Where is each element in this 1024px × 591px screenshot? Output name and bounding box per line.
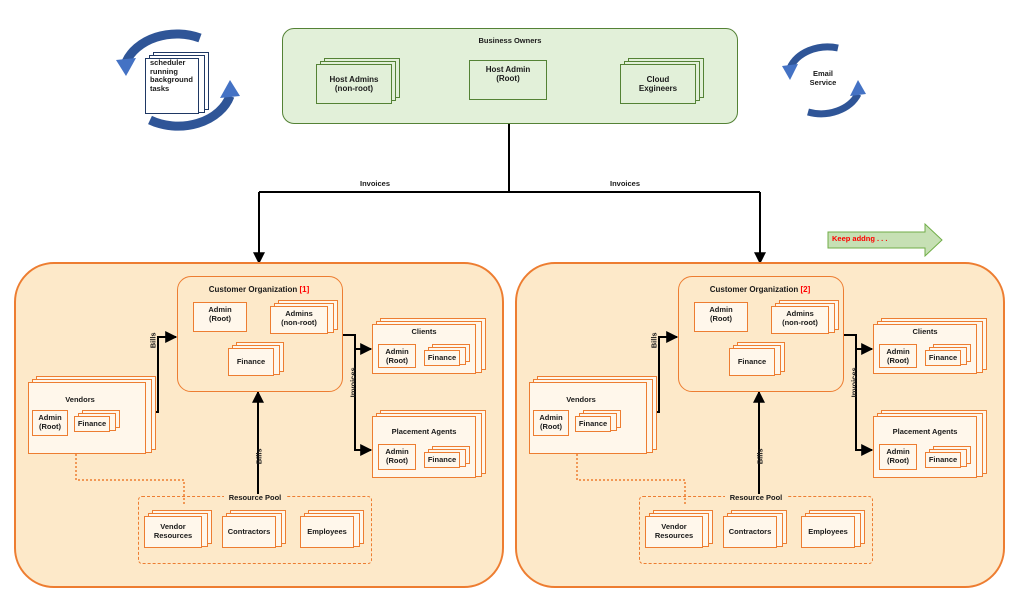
vendor-resources-stack-label: Vendor Resources [144, 516, 202, 548]
employees-stack-label: Employees [300, 516, 354, 548]
keep-adding-arrow [827, 222, 943, 258]
invoices-label-org: Invoices [348, 367, 358, 398]
vendor-resources-stack-label: Vendor Resources [645, 516, 703, 548]
email-service-label: Email Service [809, 69, 837, 87]
invoices-connectors [253, 122, 766, 265]
vendors-title: Vendors [65, 395, 95, 404]
org-admins-nonroot-stack: Admins (non-root) [771, 300, 839, 336]
vendors-admin-box: Admin (Root) [533, 410, 569, 436]
contractors-stack: Contractors [723, 510, 787, 550]
invoices-label-org: Invoices [849, 367, 859, 398]
vendor-resources-stack: Vendor Resources [144, 510, 212, 550]
bills-label-pool: Bills [254, 448, 264, 465]
host-admin-root-box: Host Admin (Root) [469, 60, 547, 100]
organization-panel-2: Customer Organization [2] Admin (Root) Adm… [515, 262, 1005, 588]
clients-finance-stack: Finance [424, 344, 470, 368]
bills-label-vendors: Bills [649, 332, 659, 349]
clients-admin-box: Admin (Root) [879, 344, 917, 368]
invoices-label-left: Invoices [359, 179, 390, 188]
keep-adding-label: Keep addng . . . [832, 234, 888, 243]
customer-organization-title: Customer Organization [2] [678, 285, 842, 294]
vendor-resources-stack: Vendor Resources [645, 510, 713, 550]
organization-title-text: Customer Organization [709, 285, 799, 294]
organization-panel-1: Customer Organization [1] Admin (Root) Adm… [14, 262, 504, 588]
org-admin-root-box: Admin (Root) [694, 302, 748, 332]
vendors-finance-stack-label: Finance [575, 416, 611, 432]
placement-finance-stack: Finance [424, 446, 470, 470]
vendors-finance-stack: Finance [74, 410, 120, 434]
vendors-title: Vendors [566, 395, 596, 404]
vendors-finance-stack: Finance [575, 410, 621, 434]
clients-admin-box: Admin (Root) [378, 344, 416, 368]
organization-title-text: Customer Organization [208, 285, 298, 294]
invoices-label-right: Invoices [609, 179, 640, 188]
placement-finance-stack-label: Finance [925, 452, 961, 468]
host-admins-label: Host Admins (non-root) [316, 64, 392, 104]
clients-finance-stack: Finance [925, 344, 971, 368]
placement-admin-box: Admin (Root) [378, 444, 416, 470]
organization-number-marker: [1] [299, 285, 310, 294]
clients-title: Clients [411, 327, 437, 336]
contractors-stack: Contractors [222, 510, 286, 550]
vendors-admin-box: Admin (Root) [32, 410, 68, 436]
placement-finance-stack-label: Finance [424, 452, 460, 468]
contractors-stack-label: Contractors [723, 516, 777, 548]
org-admins-nonroot-stack-label: Admins (non-root) [771, 306, 829, 334]
placement-admin-box: Admin (Root) [879, 444, 917, 470]
org-admins-nonroot-stack-label: Admins (non-root) [270, 306, 328, 334]
placement-agents-title: Placement Agents [391, 427, 457, 436]
organization-connectors [576, 331, 874, 506]
org-finance-stack-label: Finance [228, 348, 274, 376]
org-admins-nonroot-stack: Admins (non-root) [270, 300, 338, 336]
resource-pool-title: Resource Pool [725, 493, 787, 503]
scheduler-cycle-icon [116, 29, 240, 131]
employees-stack: Employees [300, 510, 364, 550]
employees-stack: Employees [801, 510, 865, 550]
cloud-engineers-stack: Cloud Exgineers [620, 58, 704, 106]
scheduler-label: scheduler running background tasks [145, 58, 199, 114]
placement-agents-title: Placement Agents [892, 427, 958, 436]
organization-connectors [75, 331, 373, 506]
org-finance-stack-label: Finance [729, 348, 775, 376]
org-admin-root-box: Admin (Root) [193, 302, 247, 332]
org-finance-stack: Finance [729, 342, 785, 378]
clients-finance-stack-label: Finance [424, 350, 460, 366]
resource-pool-title: Resource Pool [224, 493, 286, 503]
email-cycle-icon [782, 43, 866, 118]
placement-finance-stack: Finance [925, 446, 971, 470]
cloud-engineers-label: Cloud Exgineers [620, 64, 696, 104]
host-admins-stack: Host Admins (non-root) [316, 58, 400, 106]
scheduler-doc-stack: scheduler running background tasks [145, 52, 209, 114]
clients-title: Clients [912, 327, 938, 336]
employees-stack-label: Employees [801, 516, 855, 548]
org-finance-stack: Finance [228, 342, 284, 378]
customer-organization-title: Customer Organization [1] [177, 285, 341, 294]
business-owners-title: Business Owners [478, 36, 542, 45]
bills-label-vendors: Bills [148, 332, 158, 349]
organization-number-marker: [2] [800, 285, 811, 294]
contractors-stack-label: Contractors [222, 516, 276, 548]
bills-label-pool: Bills [755, 448, 765, 465]
clients-finance-stack-label: Finance [925, 350, 961, 366]
vendors-finance-stack-label: Finance [74, 416, 110, 432]
